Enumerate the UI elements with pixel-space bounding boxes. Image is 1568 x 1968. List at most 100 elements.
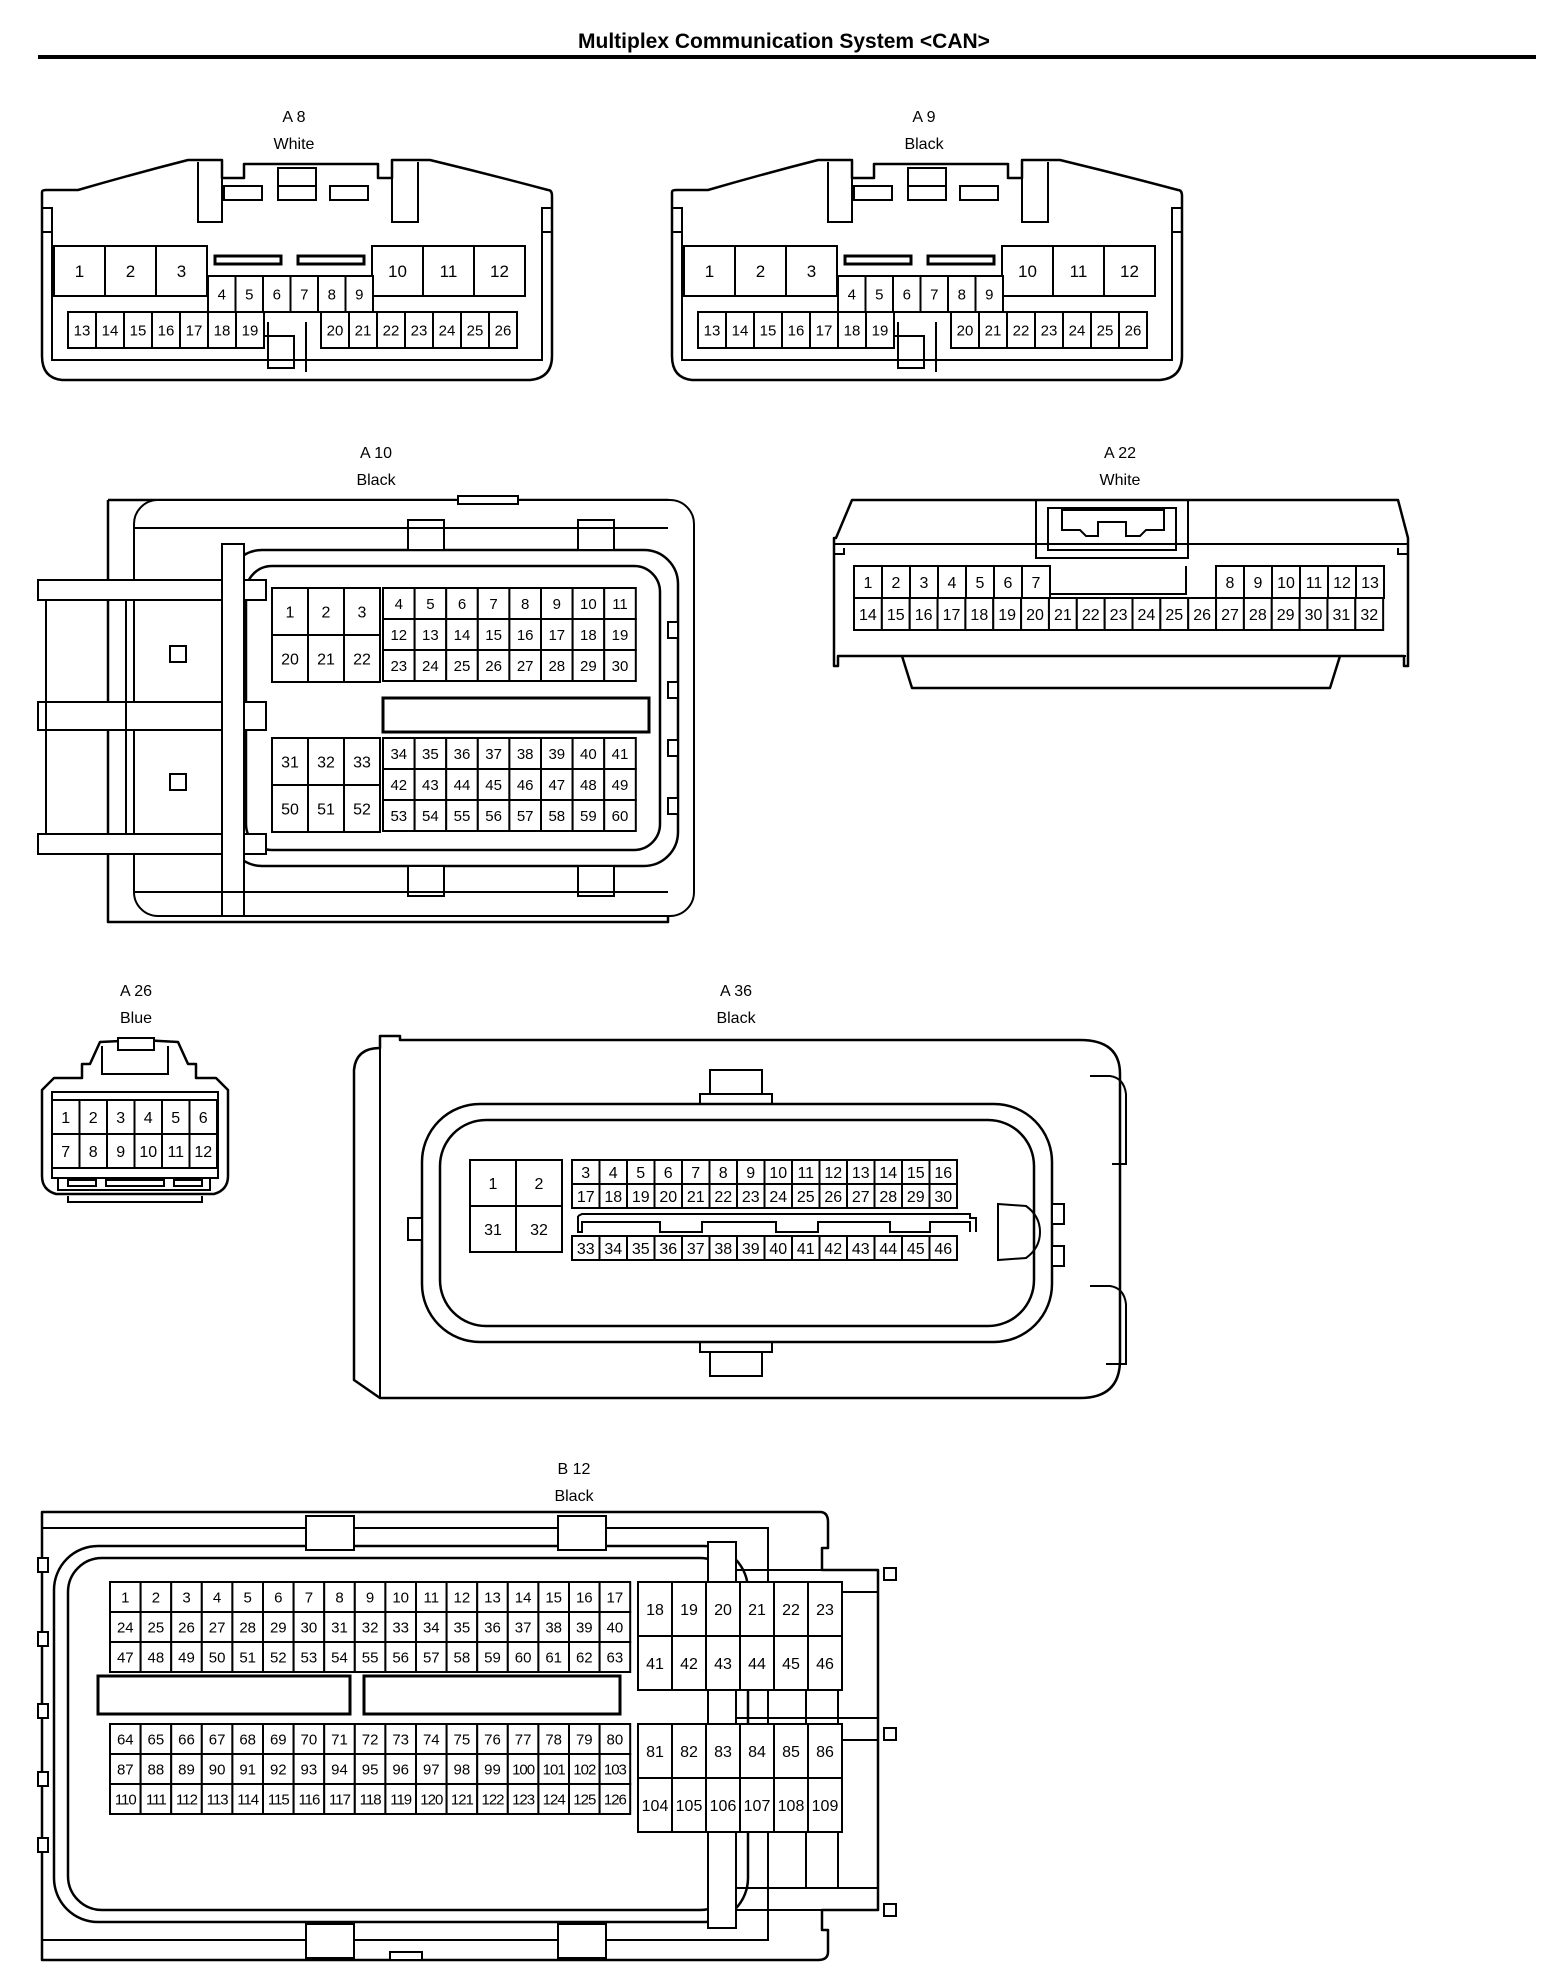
- svg-text:20: 20: [327, 322, 344, 339]
- svg-text:21: 21: [1054, 607, 1072, 624]
- svg-text:30: 30: [1305, 607, 1323, 624]
- svg-text:99: 99: [484, 1761, 501, 1778]
- svg-text:20: 20: [659, 1189, 677, 1206]
- svg-text:9: 9: [366, 1589, 374, 1606]
- connector-a22-pin-25: 25: [1159, 597, 1190, 631]
- connector-a10-pin-25: 25: [445, 649, 479, 682]
- connector-b12-pin-105: 105: [671, 1777, 707, 1833]
- svg-text:4: 4: [948, 575, 957, 592]
- connector-a8-label: A 8 White: [174, 104, 414, 158]
- svg-text:8: 8: [1226, 575, 1235, 592]
- connector-a10-pin-42: 42: [382, 768, 416, 801]
- connector-a9-pin-7: 7: [919, 275, 949, 313]
- connector-a22-pin-24: 24: [1131, 597, 1162, 631]
- connector-b12-pin-113: 113: [200, 1783, 234, 1815]
- svg-text:1: 1: [489, 1176, 498, 1193]
- connector-a22-pin-7: 7: [1021, 565, 1051, 599]
- svg-text:13: 13: [852, 1165, 870, 1182]
- connector-a10-pin-34: 34: [382, 737, 416, 770]
- svg-text:36: 36: [454, 746, 471, 763]
- connector-a8-pin-2: 2: [104, 245, 157, 297]
- connector-a36-pin-20: 20: [653, 1183, 683, 1209]
- connector-b12-pin-10: 10: [384, 1581, 417, 1613]
- svg-text:93: 93: [301, 1761, 318, 1778]
- connector-a22-pin-18: 18: [964, 597, 995, 631]
- svg-text:28: 28: [239, 1619, 256, 1636]
- svg-text:68: 68: [239, 1731, 256, 1748]
- svg-text:3: 3: [182, 1589, 190, 1606]
- svg-text:101: 101: [543, 1761, 566, 1778]
- svg-text:3: 3: [358, 604, 367, 621]
- connector-a9-pin-26: 26: [1118, 311, 1148, 349]
- connector-a8-pin-18: 18: [207, 311, 237, 349]
- connector-b12-pin-91: 91: [231, 1753, 264, 1785]
- svg-text:1: 1: [286, 604, 295, 621]
- svg-text:125: 125: [573, 1791, 596, 1808]
- connector-b12-pin-4: 4: [200, 1581, 234, 1613]
- svg-text:18: 18: [214, 322, 231, 339]
- svg-text:114: 114: [237, 1791, 259, 1808]
- connector-a10-pin-3: 3: [343, 587, 381, 636]
- connector-b12-pin-112: 112: [170, 1783, 203, 1815]
- svg-text:17: 17: [943, 607, 961, 624]
- svg-text:52: 52: [270, 1649, 287, 1666]
- svg-text:27: 27: [517, 658, 534, 675]
- connector-b12-pin-63: 63: [598, 1641, 632, 1673]
- connector-a22-pin-29: 29: [1270, 597, 1301, 631]
- svg-text:19: 19: [632, 1189, 650, 1206]
- svg-text:81: 81: [646, 1744, 664, 1761]
- connector-b12-pin-13: 13: [476, 1581, 509, 1613]
- connector-a36-pin-10: 10: [763, 1159, 793, 1185]
- svg-text:53: 53: [390, 808, 407, 825]
- connector-a10-pin-18: 18: [571, 618, 606, 651]
- connector-b12-pin-84: 84: [739, 1723, 775, 1779]
- connector-a36-pin-36: 36: [653, 1235, 683, 1261]
- svg-text:22: 22: [782, 1602, 800, 1619]
- svg-text:6: 6: [273, 286, 281, 303]
- connector-a22-pin-22: 22: [1075, 597, 1106, 631]
- connector-b12-pin-77: 77: [506, 1723, 540, 1755]
- connector-a36-pin-13: 13: [846, 1159, 876, 1185]
- connector-a26-pin-6: 6: [188, 1099, 218, 1135]
- connector-a26-pin-5: 5: [161, 1099, 191, 1135]
- svg-text:90: 90: [209, 1761, 226, 1778]
- svg-text:14: 14: [454, 627, 471, 644]
- svg-text:4: 4: [395, 596, 403, 613]
- connector-a22-pin-13: 13: [1355, 565, 1385, 599]
- connector-b12-pin-83: 83: [705, 1723, 741, 1779]
- svg-text:8: 8: [521, 596, 529, 613]
- svg-text:48: 48: [580, 777, 597, 794]
- svg-text:86: 86: [816, 1744, 834, 1761]
- svg-text:117: 117: [329, 1791, 351, 1808]
- svg-text:17: 17: [607, 1589, 624, 1606]
- svg-text:10: 10: [139, 1144, 157, 1161]
- connector-a10-pin-7: 7: [476, 587, 511, 620]
- connector-b12-pin-74: 74: [415, 1723, 448, 1755]
- connector-a26-pin-8: 8: [78, 1133, 108, 1169]
- svg-text:7: 7: [691, 1165, 700, 1182]
- svg-text:4: 4: [213, 1589, 221, 1606]
- svg-text:25: 25: [454, 658, 471, 675]
- connector-a36-pin-8: 8: [708, 1159, 738, 1185]
- connector-b12-pin-39: 39: [568, 1611, 601, 1643]
- connector-b12-pin-81: 81: [637, 1723, 673, 1779]
- svg-text:103: 103: [604, 1761, 627, 1778]
- svg-text:25: 25: [1165, 607, 1183, 624]
- connector-a36-pin-31: 31: [469, 1205, 517, 1253]
- connector-a22-pin-17: 17: [936, 597, 967, 631]
- svg-text:9: 9: [1254, 575, 1263, 592]
- connector-a22-pin-30: 30: [1298, 597, 1329, 631]
- svg-text:5: 5: [245, 286, 253, 303]
- connector-b12-pin-36: 36: [476, 1611, 509, 1643]
- connector-a9-pin-18: 18: [837, 311, 867, 349]
- connector-a26-id: A 26: [119, 983, 153, 1000]
- svg-text:30: 30: [934, 1189, 952, 1206]
- connector-a10-pin-37: 37: [476, 737, 511, 770]
- connector-a9-color: Black: [904, 136, 944, 153]
- svg-text:42: 42: [390, 777, 407, 794]
- connector-a22-pin-14: 14: [853, 597, 883, 631]
- svg-text:54: 54: [331, 1649, 348, 1666]
- svg-text:102: 102: [573, 1761, 596, 1778]
- connector-a9-id: A 9: [912, 109, 936, 126]
